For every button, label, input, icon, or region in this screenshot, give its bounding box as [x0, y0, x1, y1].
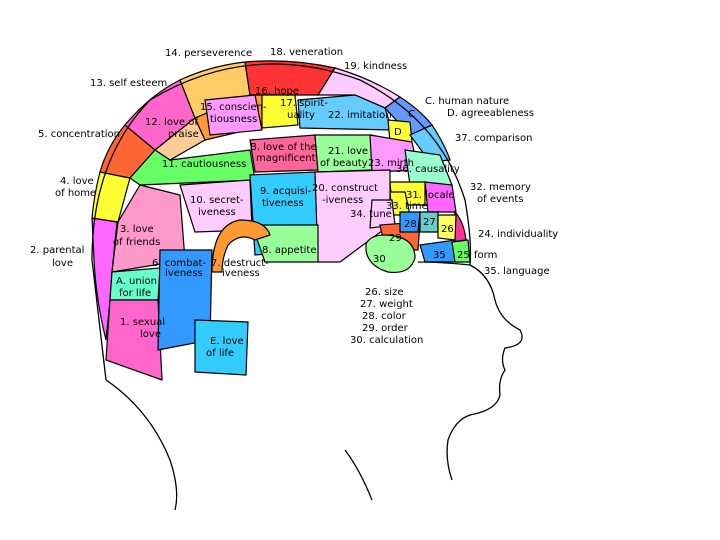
label-D1: D. agreeableness — [447, 108, 534, 119]
label-16: 16. hope — [255, 86, 299, 97]
label-32a: 32. memory — [470, 182, 531, 193]
label-10a: 10. secret- — [190, 195, 244, 206]
label-1b: love — [140, 329, 161, 340]
label-25-text: form — [474, 250, 497, 261]
label-22: 22. imitation — [328, 110, 392, 121]
ear-curve — [344, 449, 373, 501]
label-f30: 30. calculation — [350, 335, 423, 346]
label-E2: of life — [206, 348, 234, 359]
label-35: 35 — [433, 250, 446, 261]
region-7 — [211, 219, 271, 273]
label-31: 31. locale — [406, 190, 455, 201]
label-2a: 2. parental — [30, 245, 84, 256]
label-34: 34. tune — [350, 209, 392, 220]
label-23: 23. mirth — [368, 158, 414, 169]
label-14: 14. perseverence — [165, 48, 252, 59]
label-25: 25 — [457, 250, 470, 261]
region-17 — [261, 94, 299, 129]
label-A1: A. union — [116, 276, 157, 287]
label-6b: iveness — [165, 268, 203, 279]
label-4b: of home — [55, 188, 96, 199]
head-outline — [91, 63, 523, 511]
region-labels: 1. sexual love 2. parental love 3. love … — [30, 47, 558, 359]
label-20b: -iveness — [322, 195, 363, 206]
label-C: C — [408, 109, 415, 120]
label-11: 11. cautiousness — [162, 159, 246, 170]
label-21b: of beauty — [320, 158, 368, 169]
nose-line — [417, 261, 471, 266]
label-37: 37. comparison — [455, 133, 532, 144]
region-30 — [365, 234, 416, 274]
label-15a: 15. conscien- — [200, 102, 267, 113]
label-9a: 9. acquisi- — [260, 186, 312, 197]
label-6a: 6. combat- — [152, 258, 206, 269]
region-37 — [409, 124, 451, 163]
label-A2: for life — [119, 288, 151, 299]
label-4a: 4. love — [60, 176, 94, 187]
region-28 — [399, 211, 421, 233]
label-21a: 21. love — [328, 146, 368, 157]
label-12a: 12. love of — [145, 117, 198, 128]
label-19: 19. kindness — [344, 61, 407, 72]
label-7b: iveness — [222, 268, 260, 279]
label-3a: 3. love — [120, 224, 154, 235]
label-30: 30 — [373, 254, 386, 265]
label-27: 27 — [423, 217, 436, 228]
label-E1: E. love — [210, 336, 244, 347]
label-29: 29 — [389, 233, 402, 244]
label-17b: uality — [287, 110, 315, 121]
label-15b: tiousness — [210, 114, 257, 125]
label-2b: love — [52, 258, 73, 269]
label-7a: 7. destruct- — [211, 258, 269, 269]
label-20a: 20. construct — [312, 183, 378, 194]
region-32 — [424, 181, 457, 213]
label-12b: praise — [168, 129, 199, 140]
label-17a: 17. spirit- — [280, 98, 328, 109]
label-5: 5. concentration — [38, 129, 120, 140]
label-C1: C. human nature — [425, 96, 509, 107]
label-D: D — [394, 127, 402, 138]
label-8: 8. appetite — [262, 245, 316, 256]
label-13: 13. self esteem — [90, 78, 167, 89]
region-15 — [204, 94, 263, 136]
label-33: 33. time — [386, 201, 428, 212]
label-B1: B. love of the — [250, 142, 317, 153]
label-18: 18. veneration — [270, 47, 343, 58]
label-1a: 1. sexual — [120, 317, 165, 328]
label-32b: of events — [477, 194, 524, 205]
region-1 — [105, 299, 163, 381]
label-f27: 27. weight — [360, 299, 413, 310]
label-9b: tiveness — [262, 198, 304, 209]
label-f26: 26. size — [365, 287, 403, 298]
label-36: 36. causality — [396, 164, 460, 175]
label-26: 26 — [441, 224, 454, 235]
skull-regions — [91, 60, 471, 381]
label-28: 28 — [404, 219, 417, 230]
label-3b: of friends — [113, 237, 160, 248]
label-f29: 29. order — [362, 323, 409, 334]
label-35-text: 35. language — [484, 266, 550, 277]
label-24: 24. individuality — [478, 229, 558, 240]
label-10b: iveness — [198, 207, 236, 218]
region-22 — [297, 94, 393, 131]
label-B2: magnificent — [256, 153, 316, 164]
label-f28: 28. color — [362, 311, 407, 322]
region-E — [194, 319, 249, 376]
